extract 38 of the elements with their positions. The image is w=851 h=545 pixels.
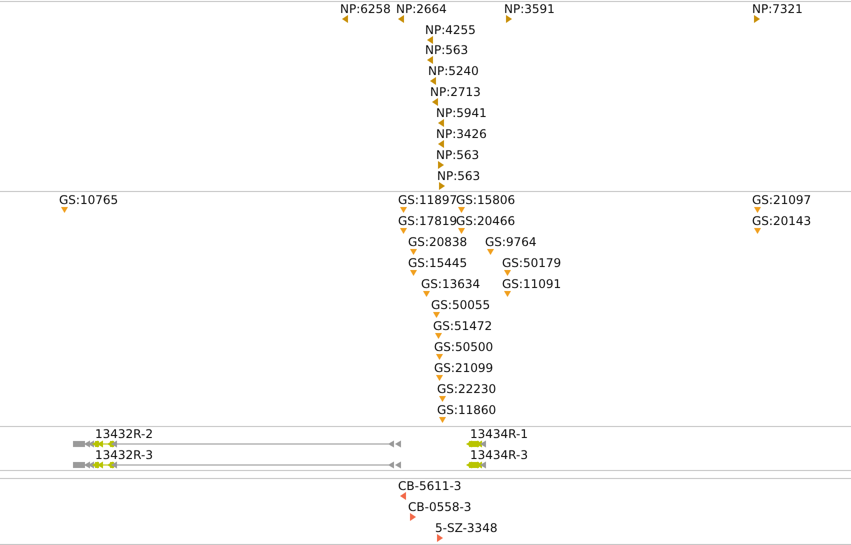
feature-label: GS:9764 — [485, 236, 536, 249]
feature-label: GS:20143 — [752, 215, 812, 228]
feature-label: GS:17819 — [398, 215, 458, 228]
feature-label: GS:20466 — [456, 215, 516, 228]
feature-label: 5-SZ-3348 — [435, 522, 498, 535]
feature-label: GS:21099 — [434, 362, 494, 375]
feature-label: GS:22230 — [437, 383, 496, 396]
feature-label: NP:563 — [437, 170, 480, 183]
feature-label: NP:3426 — [436, 128, 487, 141]
feature-label: NP:6258 — [340, 3, 391, 16]
feature-label: NP:3591 — [504, 3, 555, 16]
feature-label: GS:11897 — [398, 194, 458, 207]
feature-label: NP:5941 — [436, 107, 487, 120]
feature-label: GS:15806 — [456, 194, 516, 207]
feature-label: GS:20838 — [408, 236, 468, 249]
feature-label: GS:11091 — [502, 278, 562, 291]
feature-label: GS:11860 — [437, 404, 496, 417]
feature-label: CB-0558-3 — [408, 501, 472, 514]
feature-label: CB-5611-3 — [398, 480, 462, 493]
feature-label: 13432R-3 — [95, 449, 153, 462]
feature-label: GS:50055 — [431, 299, 490, 312]
feature-label: 13434R-1 — [470, 428, 528, 441]
feature-label: NP:4255 — [425, 24, 476, 37]
feature-label: 13432R-2 — [95, 428, 153, 441]
feature-label: 13434R-3 — [470, 449, 528, 462]
feature-label: GS:50179 — [502, 257, 562, 270]
feature-label: GS:51472 — [433, 320, 492, 333]
feature-label: NP:7321 — [752, 3, 803, 16]
feature-label: GS:13634 — [421, 278, 480, 291]
feature-label: GS:15445 — [408, 257, 468, 270]
feature-label: GS:50500 — [434, 341, 494, 354]
feature-label: NP:563 — [425, 44, 468, 57]
feature-label: GS:21097 — [752, 194, 812, 207]
feature-label: NP:2713 — [430, 86, 481, 99]
feature-label: NP:5240 — [428, 65, 479, 78]
feature-label: NP:2664 — [396, 3, 447, 16]
feature-label: GS:10765 — [59, 194, 118, 207]
feature-label: NP:563 — [436, 149, 480, 162]
